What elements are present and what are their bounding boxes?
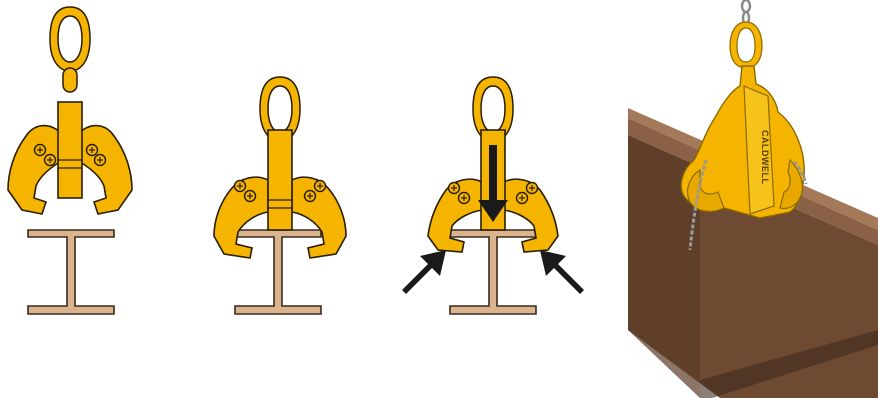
right-jaw (80, 126, 132, 214)
connector-link (63, 68, 77, 92)
lifting-ring (50, 7, 90, 71)
bolt-icon (95, 155, 106, 166)
bolt-icon (315, 181, 326, 192)
brand-label: CALDWELL (760, 130, 770, 185)
center-plate (268, 130, 292, 230)
clamp-lowered-figure (214, 77, 346, 314)
bolt-icon (517, 193, 528, 204)
lifting-ring (730, 22, 762, 68)
arrow-diagonal-icon (540, 250, 584, 294)
lifting-chain (742, 0, 750, 24)
bolt-icon (45, 155, 56, 166)
i-beam (235, 230, 321, 314)
arrow-diagonal-icon (402, 250, 446, 294)
bolt-icon (449, 183, 460, 194)
i-beam (28, 230, 114, 314)
clamp-open-figure (8, 7, 132, 314)
center-plate (58, 102, 82, 198)
bolt-icon (245, 191, 256, 202)
bolt-icon (87, 145, 98, 156)
bolt-icon (305, 191, 316, 202)
clamp-gripping-figure (402, 77, 584, 314)
bolt-icon (235, 181, 246, 192)
bolt-icon (459, 193, 470, 204)
left-jaw (8, 126, 60, 214)
product-photo: CALDWELL (628, 0, 878, 398)
bolt-icon (35, 145, 46, 156)
bolt-icon (527, 183, 538, 194)
